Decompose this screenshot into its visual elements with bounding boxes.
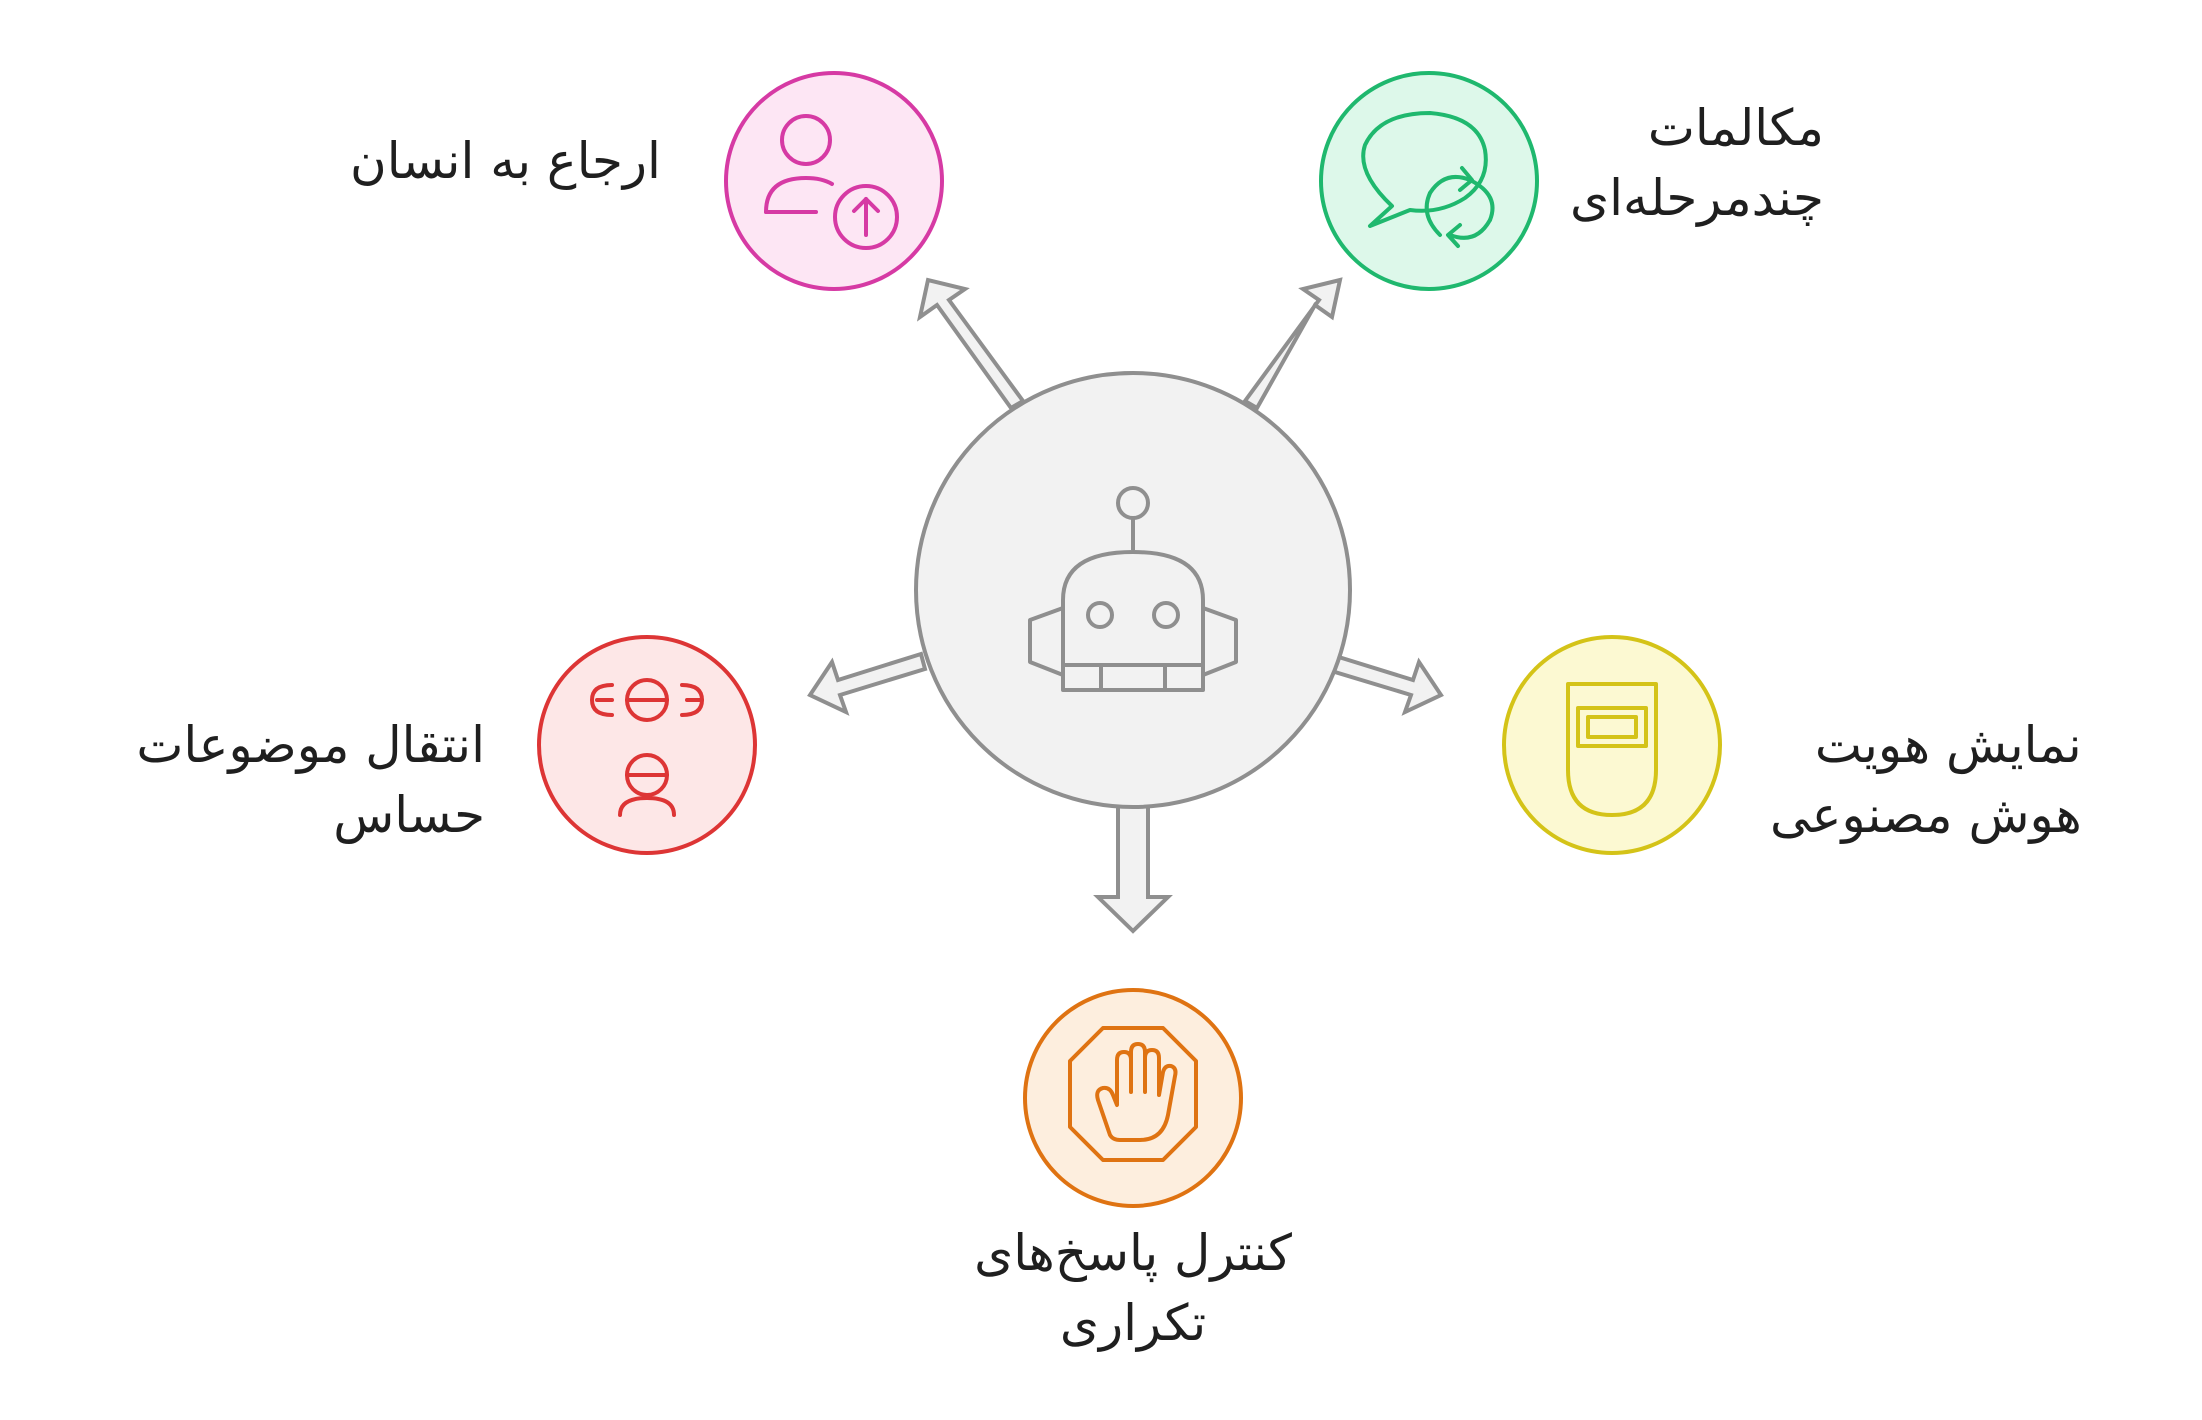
- label-multi-turn: مکالمات چندمرحله‌ای: [1570, 93, 1824, 233]
- node-multi-turn: [1319, 71, 1539, 291]
- sensitive-topics-icon: [589, 678, 705, 817]
- arrow-to-identity: [1322, 651, 1444, 716]
- label-sensitive-line2: حساس: [333, 786, 485, 844]
- label-multi-turn-line1: مکالمات: [1647, 99, 1824, 157]
- node-repeat-control: [1023, 988, 1243, 1208]
- arrows: [807, 277, 1444, 934]
- arrow-to-human-g: [916, 277, 1026, 411]
- robot-icon: [1028, 486, 1238, 692]
- label-ai-identity: نمایش هویت هوش مصنوعی: [1770, 710, 2082, 850]
- stop-hand-icon: [1068, 1026, 1198, 1162]
- label-human-line: ارجاع به انسان: [350, 132, 661, 190]
- label-human: ارجاع به انسان: [350, 126, 661, 196]
- label-sensitive: انتقال موضوعات حساس: [85, 710, 485, 850]
- label-ai-identity-line2: هوش مصنوعی: [1770, 786, 2082, 844]
- label-repeat-control-line1: کنترل پاسخ‌های: [974, 1224, 1292, 1282]
- arrow-to-sensitive: [807, 651, 928, 716]
- arrow-to-multiturn: [1242, 277, 1343, 411]
- label-repeat-control-line2: تکراری: [1059, 1294, 1207, 1352]
- person-escalate-icon: [764, 114, 899, 250]
- label-multi-turn-line2: چندمرحله‌ای: [1570, 169, 1824, 227]
- node-sensitive: [537, 635, 757, 855]
- node-ai-identity: [1502, 635, 1722, 855]
- label-ai-identity-line1: نمایش هویت: [1814, 716, 2082, 774]
- node-human: [724, 71, 944, 291]
- chat-cycle-icon: [1361, 111, 1495, 248]
- identity-badge-icon: [1566, 682, 1658, 817]
- label-repeat-control: کنترل پاسخ‌های تکراری: [883, 1218, 1383, 1358]
- label-sensitive-line1: انتقال موضوعات: [136, 716, 485, 774]
- center-circle: [914, 371, 1352, 809]
